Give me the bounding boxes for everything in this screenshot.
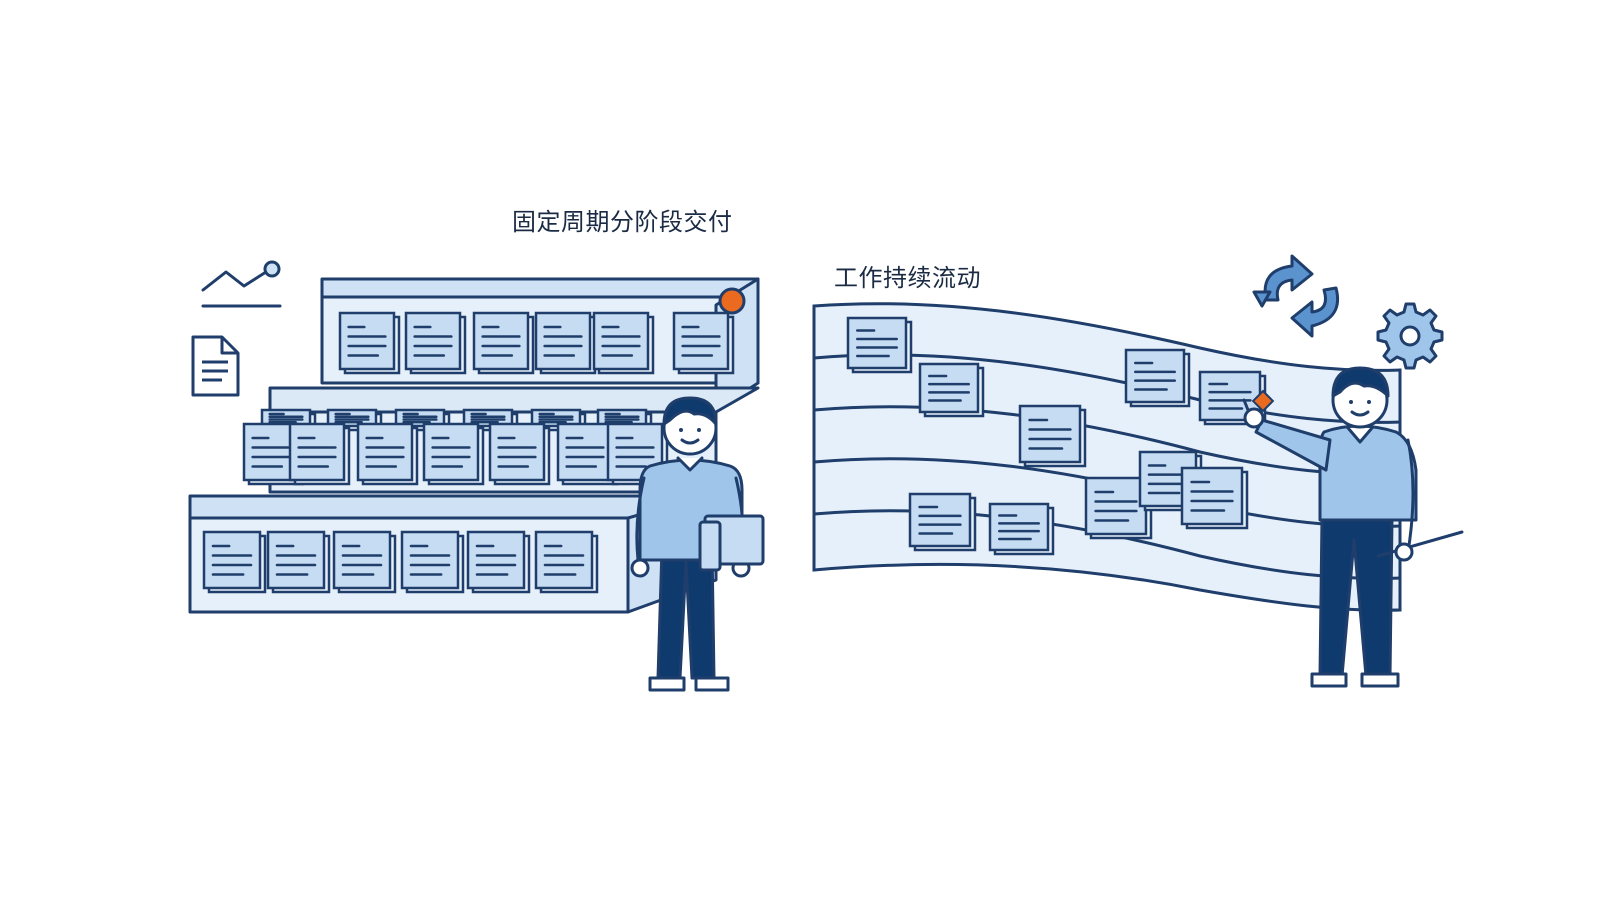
line-chart-icon: [201, 260, 282, 308]
document-card: [422, 422, 485, 486]
document-card: [918, 362, 985, 418]
fixed-stage-cards: [202, 311, 735, 594]
document-card: [846, 316, 913, 374]
document-card: [266, 530, 331, 594]
document-card: [534, 311, 597, 375]
document-card: [288, 422, 351, 486]
document-card: [466, 530, 531, 594]
document-card: [534, 530, 599, 594]
flowing-cards: [846, 316, 1267, 556]
document-card: [338, 311, 401, 375]
document-card: [606, 422, 669, 486]
document-card: [400, 530, 465, 594]
document-card: [356, 422, 419, 486]
document-card: [202, 530, 267, 594]
fixed-cycle-caption: 固定周期分阶段交付: [512, 208, 733, 236]
orange-dot-marker: [718, 287, 746, 315]
document-card: [1124, 348, 1191, 408]
document-card: [404, 311, 467, 375]
continuous-flow-caption: 工作持续流动: [834, 264, 981, 292]
refresh-cycle-icon: [1252, 254, 1339, 338]
document-card: [1018, 404, 1087, 468]
gear-icon: [1376, 302, 1444, 370]
document-card: [592, 311, 655, 375]
person-pointing: [1242, 366, 1464, 688]
document-card: [332, 530, 397, 594]
top-tier-top: [320, 277, 760, 299]
orange-diamond-marker: [1251, 389, 1275, 413]
document-card: [1180, 466, 1249, 530]
document-card: [988, 502, 1055, 556]
document-card: [488, 422, 551, 486]
person-holding-folder: [630, 396, 765, 692]
document-card: [908, 492, 977, 552]
document-icon: [191, 335, 240, 397]
document-card: [472, 311, 535, 375]
document-card: [672, 311, 735, 375]
